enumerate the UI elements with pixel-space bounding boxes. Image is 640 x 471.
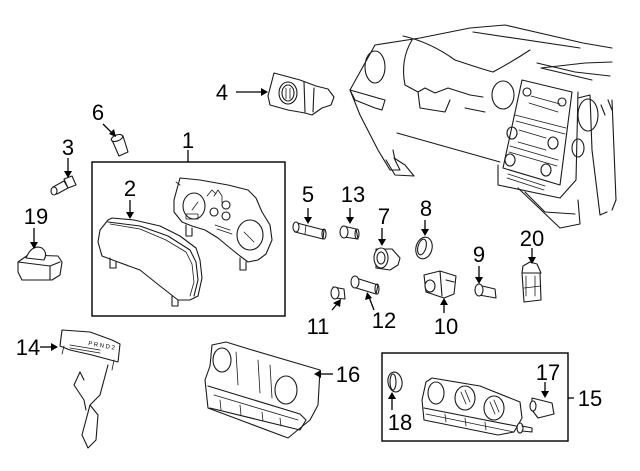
callout-17: 17 [536, 360, 560, 385]
callout-15: 15 [578, 386, 602, 411]
part-5-bulb: 5 [292, 182, 327, 240]
callout-8: 8 [420, 196, 432, 221]
part-15-climate-control-assembly: 15 18 17 [381, 352, 602, 442]
callout-2: 2 [124, 176, 136, 201]
part-9-bulb: 9 [473, 242, 497, 299]
callout-5: 5 [302, 182, 314, 207]
dashboard-overview [349, 24, 617, 229]
part-20-switch: 20 [520, 226, 544, 303]
callout-14: 14 [16, 335, 40, 360]
shift-indicator-text: P R N D 2 [88, 341, 116, 352]
part-13-bulb: 13 [339, 182, 365, 240]
callout-18: 18 [388, 410, 412, 435]
part-6-knob: 6 [92, 100, 129, 157]
callout-11: 11 [307, 314, 330, 339]
callout-7: 7 [378, 204, 390, 229]
screw [516, 422, 533, 434]
part-14-shift-indicator: P R N D 2 14 [16, 329, 121, 449]
part-2-cluster-lens: 2 [97, 176, 203, 307]
callout-16: 16 [336, 362, 360, 387]
callout-1: 1 [182, 128, 194, 153]
callout-6: 6 [92, 100, 104, 125]
callout-20: 20 [520, 226, 544, 251]
callout-10: 10 [434, 314, 458, 339]
part-12-bulb: 12 [350, 275, 396, 333]
callout-3: 3 [62, 135, 74, 160]
callout-12: 12 [372, 308, 396, 333]
part-7-knob: 7 [373, 204, 401, 271]
part-1-instrument-cluster: 1 2 [91, 128, 286, 317]
part-17-switch: 17 [529, 360, 560, 419]
part-3-bulb-socket: 3 [50, 135, 77, 196]
part-19-sensor: 19 [17, 204, 63, 281]
part-8-knob: 8 [415, 196, 433, 260]
callout-9: 9 [473, 242, 485, 267]
part-18-knob: 18 [387, 371, 412, 435]
callout-4: 4 [216, 80, 228, 105]
part-16-climate-bezel: 16 [204, 341, 360, 439]
part-10-switch: 10 [423, 270, 458, 339]
callout-13: 13 [341, 182, 365, 207]
part-11-bulb: 11 [307, 286, 346, 339]
part-4-headlamp-switch: 4 [216, 72, 335, 116]
callout-19: 19 [24, 204, 48, 229]
